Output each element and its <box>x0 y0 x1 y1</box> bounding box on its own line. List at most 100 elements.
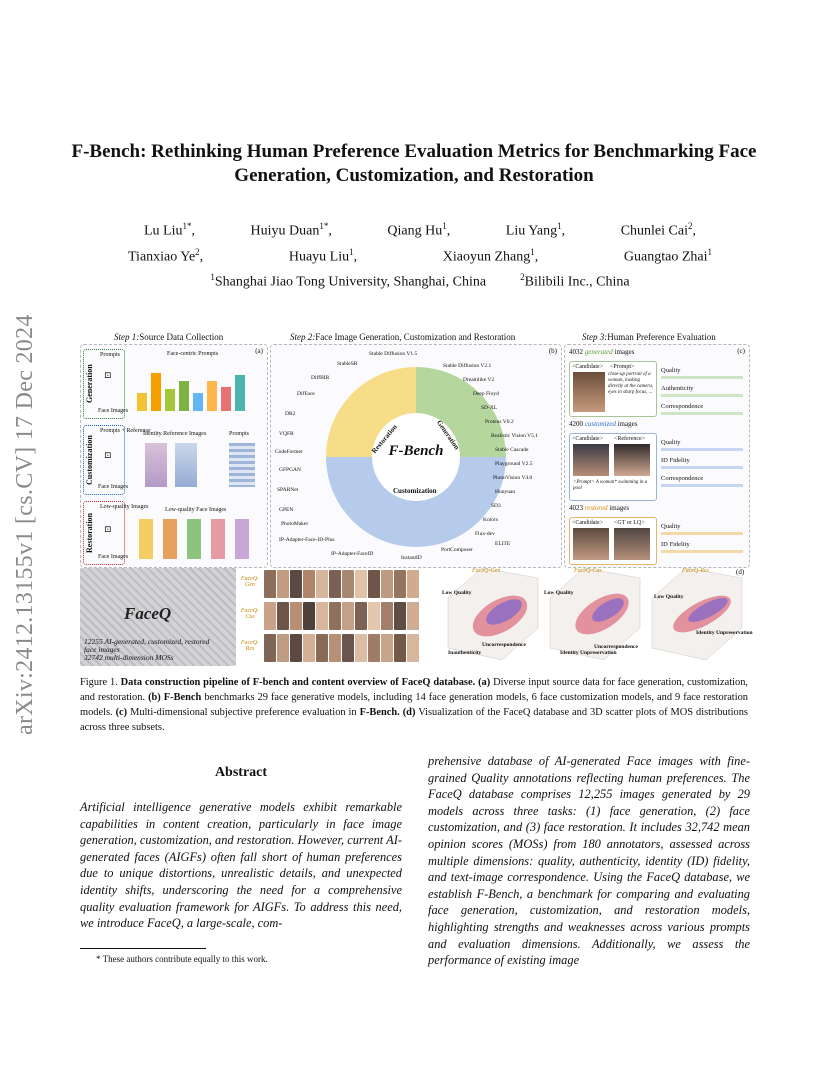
author: Chunlei Cai2, <box>620 221 696 239</box>
model-label: ELITE <box>495 541 511 547</box>
lq-bar <box>187 519 201 559</box>
model-label: SD-XL <box>481 405 498 411</box>
model-label: GFPGAN <box>279 467 302 473</box>
scatter-note: Identity Unpreservation <box>696 630 753 636</box>
flow-low-quality: Low-quality Images <box>100 504 149 510</box>
rating-slider <box>661 448 743 451</box>
model-label: InstantID <box>401 555 422 561</box>
face-thumb <box>394 570 406 598</box>
model-label: Stable Cascade <box>495 447 529 453</box>
scatter-res: FaceQ-Res Low Quality Identity Unpreserv… <box>646 567 753 664</box>
footnote: * These authors contribute equally to th… <box>80 948 402 964</box>
prompt-text: close-up portrait of a woman, looking di… <box>608 372 654 395</box>
face-thumb <box>368 602 380 630</box>
scatter-note: Low Quality <box>654 594 684 600</box>
author: Lu Liu1*, <box>144 221 195 239</box>
prompt-bar <box>235 375 245 411</box>
scatter-gen-plot <box>447 567 539 661</box>
scatter-note: Low Quality <box>544 590 574 596</box>
scatter-note: Inauthenticity <box>448 650 482 656</box>
model-fan-diagram <box>326 367 506 547</box>
candidate-face-thumb <box>573 528 609 560</box>
flow-face-images: Face Images <box>98 484 129 490</box>
step2-label: Step 2: Face Image Generation, Customiza… <box>290 332 516 342</box>
c-block-3-count: 4023 restored images <box>569 504 630 512</box>
scatter-title: FaceQ-Res <box>682 568 709 574</box>
face-thumb <box>329 570 341 598</box>
author: Qiang Hu1, <box>387 221 451 239</box>
model-label: IP-Adapter-Face-ID-Plus <box>279 537 335 543</box>
scatter-title: FaceQ-Cus <box>574 568 602 574</box>
model-label: Proteus V0.2 <box>485 419 514 425</box>
model-label: Playground V2.5 <box>495 461 533 467</box>
scatter-note: Low Quality <box>442 590 472 596</box>
prompt-bar <box>193 393 203 411</box>
face-thumb <box>264 570 276 598</box>
panel-b-tag: (b) <box>548 347 557 355</box>
prompt-bar <box>221 387 231 411</box>
model-label: Stable Diffusion V2.1 <box>443 363 492 369</box>
abstract-heading: Abstract <box>214 765 268 780</box>
flow-face-images: Face Images <box>98 554 129 560</box>
dim-label: ID Fidelity <box>661 457 690 464</box>
face-thumb <box>264 634 276 662</box>
model-label: Stable Diffusion V1.5 <box>369 351 418 357</box>
faceq-stat-line: 32742 multi-dimension MOSs <box>84 653 174 662</box>
face-thumb <box>316 634 328 662</box>
author-block: Lu Liu1*, Huiyu Duan1*, Qiang Hu1, Liu Y… <box>100 216 740 293</box>
affiliations: 1Shanghai Jiao Tong University, Shanghai… <box>100 267 740 293</box>
lq-bar <box>163 519 177 559</box>
scatter-note: Identity Unpreservation <box>560 650 617 656</box>
caption-b-text: benchmarks 29 face generative models, in… <box>80 692 748 718</box>
row-generation-label: Generation <box>85 364 94 404</box>
author-row-1: Lu Liu1*, Huiyu Duan1*, Qiang Hu1, Liu Y… <box>100 216 740 242</box>
arc-label-customization: Customization <box>393 487 437 495</box>
face-thumb <box>290 634 302 662</box>
abstract-paragraph-left: Artificial intelligence generative model… <box>80 800 402 931</box>
face-thumb <box>407 602 419 630</box>
face-thumb <box>342 570 354 598</box>
face-thumb <box>355 570 367 598</box>
candidate-face-thumb <box>573 444 609 476</box>
face-thumb <box>355 634 367 662</box>
scatter-note: Uncorrespondence <box>594 644 638 650</box>
model-label: DifFace <box>297 391 315 397</box>
faceq-mosaic: FaceQ 12255 AI-generated, customized, re… <box>80 568 236 666</box>
model-label: StableSR <box>337 361 358 367</box>
prompt-bar <box>179 381 189 411</box>
author: Huayu Liu1, <box>288 246 358 265</box>
face-thumb <box>264 602 276 630</box>
face-thumb <box>342 602 354 630</box>
model-label: CodeFormer <box>275 449 303 455</box>
figure-caption: Figure 1. Data construction pipeline of … <box>80 675 748 735</box>
face-thumb <box>368 634 380 662</box>
caption-a-text: Diverse input source data for face gener… <box>80 677 748 703</box>
rating-slider <box>661 394 743 397</box>
dim-label: Quality <box>661 523 681 530</box>
model-label: VQFR <box>279 431 294 437</box>
reference-face-thumb <box>614 444 650 476</box>
gt-face-thumb <box>614 528 650 560</box>
caption-d-label: (d) <box>402 707 416 718</box>
face-thumb <box>303 634 315 662</box>
d-row-tag: FaceQ-Res <box>240 640 260 652</box>
step-labels: Step 1: Source Data Collection Step 2: F… <box>80 332 748 346</box>
prompt-text: <Prompt> A woman* swimming in a pool <box>573 480 648 491</box>
caption-b-label: (b) F-Bench <box>148 692 202 703</box>
caption-c-text: Multi-dimensional subjective preference … <box>130 707 357 718</box>
prompt-bar <box>207 381 217 411</box>
model-label: DiffBIR <box>311 375 330 381</box>
author-row-2: Tianxiao Ye2, Huayu Liu1, Xiaoyun Zhang1… <box>100 242 740 268</box>
right-column: prehensive database of AI-generated Face… <box>428 753 750 969</box>
face-thumb <box>329 634 341 662</box>
panel-a: (a) Generation Prompts ⊡ Face Images Cus… <box>80 344 268 568</box>
affiliation-1: 1Shanghai Jiao Tong University, Shanghai… <box>210 272 487 290</box>
d-row-tag: FaceQ-Gen <box>240 576 260 588</box>
prompt-bar <box>137 393 147 411</box>
face-thumb <box>290 602 302 630</box>
panel-c-tag: (c) <box>737 347 745 355</box>
caption-d-text: Visualization of the FaceQ database and … <box>80 707 748 733</box>
model-label: Kolors <box>483 517 498 523</box>
ai-icon: ⊡ <box>104 370 112 380</box>
c-card-1: <Candidate> <Prompt> close-up portrait o… <box>569 361 657 417</box>
